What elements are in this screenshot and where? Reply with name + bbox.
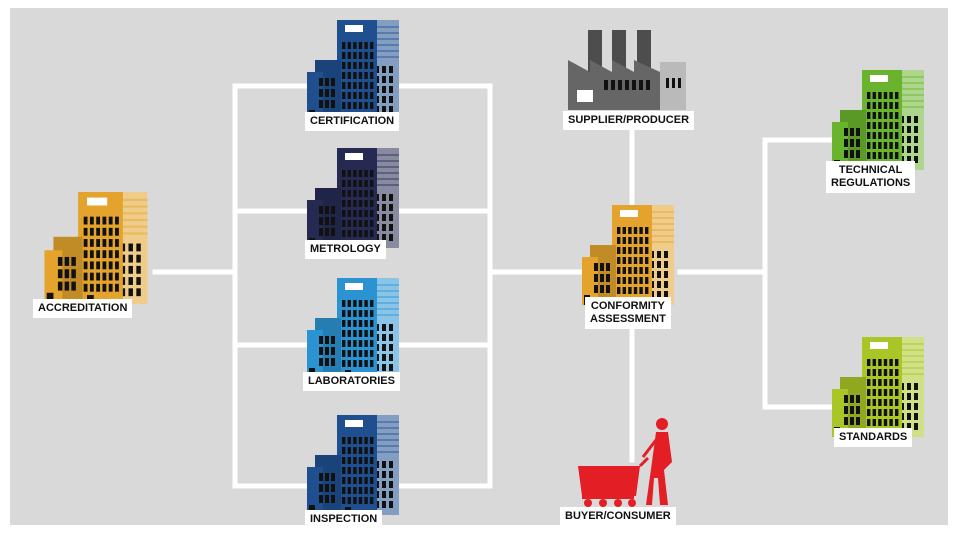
conformity-label: CONFORMITY ASSESSMENT [585, 297, 671, 329]
technical-regulations-icon [832, 70, 924, 170]
conformity-label-line2: ASSESSMENT [590, 313, 666, 325]
inspection-icon [307, 415, 399, 515]
node-icons [44, 20, 924, 515]
metrology-label: METROLOGY [305, 240, 386, 259]
metrology-icon [307, 148, 399, 248]
conformity-label-line1: CONFORMITY [590, 300, 665, 312]
accreditation-label: ACCREDITATION [33, 299, 133, 318]
conformity-icon [582, 205, 674, 305]
inspection-label: INSPECTION [305, 510, 383, 529]
connector-lines [152, 83, 833, 489]
accreditation-icon [44, 192, 148, 304]
supplier-label: SUPPLIER/PRODUCER [563, 111, 695, 130]
technical-regulations-label: TECHNICAL REGULATIONS [826, 161, 916, 193]
diagram-background [10, 8, 948, 525]
shopper-with-cart-icon [578, 418, 672, 507]
factory-icon [568, 30, 686, 110]
certification-label: CERTIFICATION [305, 112, 400, 131]
technical-label-line1: TECHNICAL [838, 164, 903, 176]
buyer-label: BUYER/CONSUMER [560, 507, 676, 526]
laboratories-label: LABORATORIES [303, 372, 400, 391]
standards-icon [832, 337, 924, 437]
laboratories-icon [307, 278, 399, 378]
standards-label: STANDARDS [834, 428, 913, 447]
technical-label-line2: REGULATIONS [831, 177, 911, 189]
